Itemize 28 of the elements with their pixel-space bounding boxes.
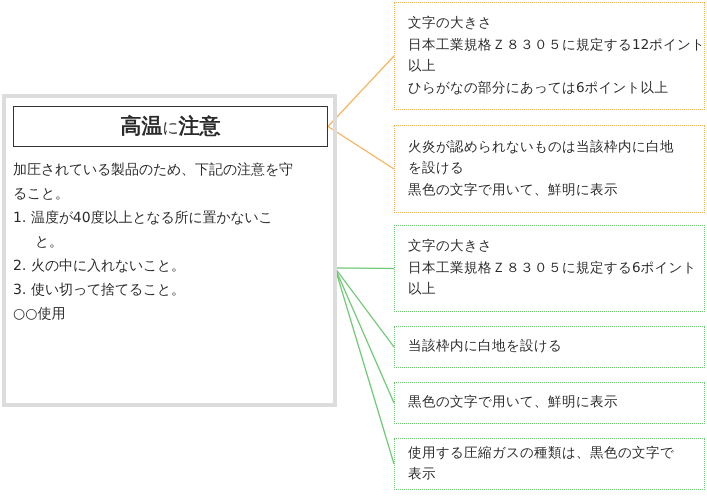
- callout-box: [394, 125, 705, 213]
- callout-box: [394, 382, 705, 424]
- callout-text: 黒色の文字で用いて、鮮明に表示: [408, 393, 619, 412]
- label-text: 加圧されている製品のため、下記の注意を守ること。: [13, 161, 294, 204]
- callout-text: 文字の大きさ: [408, 14, 493, 33]
- list-item: 3. 使い切って捨てること。: [13, 281, 186, 300]
- callout-text: 文字の大きさ: [408, 237, 493, 256]
- callout-box: [394, 326, 705, 368]
- callout-box: [394, 2, 705, 110]
- callout-box: [394, 438, 705, 490]
- list-item: 2. 火の中に入れないこと。: [13, 257, 186, 276]
- callout-text: 黒色の文字で用いて、鮮明に表示: [408, 180, 619, 200]
- callout-text: 日本工業規格Ｚ８３０５に規定する12ポイント以上: [408, 36, 706, 76]
- leader-line: [335, 267, 394, 270]
- list-item: 1. 温度が40度以上となる所に置かないこと。: [13, 209, 274, 252]
- leader-line: [334, 268, 395, 348]
- title-box: [13, 106, 328, 147]
- label-text: ○○使用: [13, 305, 66, 324]
- leader-line: [328, 56, 394, 127]
- title-text: 高温に注意: [120, 114, 220, 140]
- callout-text: 日本工業規格Ｚ８３０５に規定する6ポイント以上: [408, 258, 698, 300]
- leader-line: [328, 126, 394, 170]
- callout-box: [394, 225, 705, 312]
- callout-text: 火炎が認められないものは当該枠内に白地を設ける: [408, 138, 675, 178]
- callout-text: 当該枠内に白地を設ける: [408, 337, 563, 356]
- warning-label: [2, 94, 337, 407]
- callout-text: 使用する圧縮ガスの種類は、黒色の文字で表示: [408, 444, 675, 484]
- callout-text: ひらがなの部分にあっては6ポイント以上: [408, 78, 670, 98]
